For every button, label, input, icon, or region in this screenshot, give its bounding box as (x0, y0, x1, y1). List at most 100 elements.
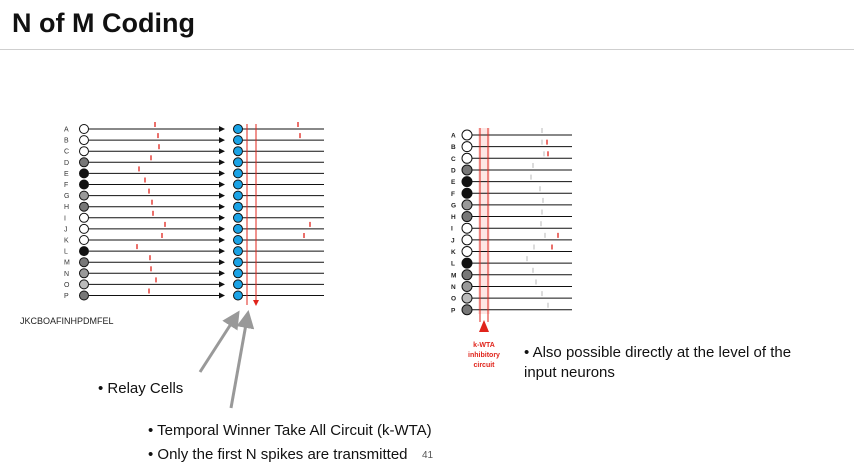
relay-cell (233, 257, 243, 268)
input-neuron (461, 176, 473, 188)
kwta-label: circuit (473, 362, 495, 369)
input-neuron (79, 235, 89, 245)
neuron-label: P (451, 307, 456, 314)
neuron-label: A (64, 127, 69, 134)
neuron-label: H (451, 214, 456, 221)
neuron-label: E (64, 171, 69, 178)
kwta-arrow-head (479, 320, 489, 332)
arrow-to-kwta (229, 310, 255, 409)
bullet-direct: • Also possible directly at the level of… (524, 344, 792, 381)
input-sequence: JKCBOAFINHPDMFEL (20, 316, 114, 326)
neuron-label: N (64, 271, 69, 278)
kwta-arrow-head (253, 300, 259, 306)
input-neuron (79, 190, 89, 201)
input-neuron (461, 222, 473, 234)
input-neuron (461, 211, 473, 223)
relay-cell (233, 179, 243, 190)
input-neuron (79, 257, 89, 268)
neuron-label: L (451, 261, 455, 268)
neuron-label: O (64, 282, 70, 289)
input-neuron (461, 280, 473, 292)
input-neuron (79, 290, 89, 301)
input-neuron (461, 292, 473, 304)
neuron-label: G (64, 193, 69, 200)
relay-cell (233, 124, 243, 134)
relay-cell (233, 279, 243, 290)
title-divider (0, 49, 854, 50)
neuron-label: L (64, 249, 68, 256)
neuron-label: C (451, 156, 456, 163)
input-neuron (461, 152, 473, 164)
relay-cell (233, 201, 243, 212)
relay-cell (233, 246, 243, 257)
input-neuron (461, 269, 473, 281)
neuron-label: B (451, 144, 456, 151)
relay-cell (233, 146, 243, 157)
neuron-label: O (451, 296, 456, 303)
input-neuron (79, 268, 89, 279)
neuron-label: G (451, 202, 456, 209)
neuron-label: I (451, 226, 453, 233)
page-number: 41 (422, 450, 434, 461)
relay-cell (233, 157, 243, 168)
input-neuron (461, 246, 473, 257)
relay-cell (233, 268, 243, 279)
input-neuron (461, 129, 473, 141)
neuron-label: H (64, 204, 69, 211)
kwta-label: k-WTA (473, 342, 495, 349)
input-neuron (461, 187, 473, 199)
input-neuron (461, 141, 473, 153)
neuron-label: D (64, 160, 69, 167)
input-neuron (79, 279, 89, 290)
neuron-label: J (64, 226, 68, 233)
relay-cell (233, 223, 243, 234)
input-neuron (79, 124, 89, 134)
input-neuron (461, 199, 473, 211)
neuron-label: K (64, 238, 69, 245)
neuron-label: F (451, 191, 455, 198)
input-neuron (461, 234, 473, 246)
neuron-label: J (451, 237, 455, 244)
input-neuron (79, 157, 89, 168)
relay-cell (233, 190, 243, 201)
neuron-label: A (451, 133, 456, 140)
kwta-band (478, 128, 490, 314)
relay-cell (233, 212, 243, 223)
neuron-label: I (64, 215, 66, 222)
bullet-kwta: • Temporal Winner Take All Circuit (k-WT… (148, 422, 432, 439)
input-neuron (461, 164, 473, 176)
input-neuron (79, 246, 89, 257)
input-neuron (79, 168, 89, 179)
input-neuron (79, 146, 89, 157)
neuron-label: B (64, 138, 69, 145)
neuron-label: P (64, 293, 69, 300)
neuron-label: F (64, 182, 68, 189)
bullet-first-n: • Only the first N spikes are transmitte… (148, 446, 408, 463)
relay-cell (233, 290, 243, 301)
neuron-label: M (451, 272, 456, 279)
neuron-label: C (64, 149, 69, 156)
neuron-label: E (451, 179, 456, 186)
slide-title: N of M Coding (12, 8, 195, 38)
bullet-relay-cells: • Relay Cells (98, 380, 184, 397)
kwta-label: inhibitory (468, 352, 500, 359)
input-neuron (79, 223, 89, 234)
relay-cell (233, 135, 243, 146)
relay-cell (233, 235, 243, 245)
input-neuron (79, 201, 89, 212)
neuron-label: D (451, 167, 456, 174)
neuron-label: M (64, 260, 70, 267)
input-neuron (79, 179, 89, 190)
neuron-label: K (451, 249, 456, 256)
input-neuron (79, 135, 89, 146)
input-neuron (461, 304, 473, 316)
arrow-to-relay-cells (198, 310, 240, 373)
input-neuron (461, 257, 473, 269)
neuron-label: N (451, 284, 456, 291)
relay-cell (233, 168, 243, 179)
pointer-arrows (198, 310, 255, 409)
input-neuron (79, 212, 89, 223)
